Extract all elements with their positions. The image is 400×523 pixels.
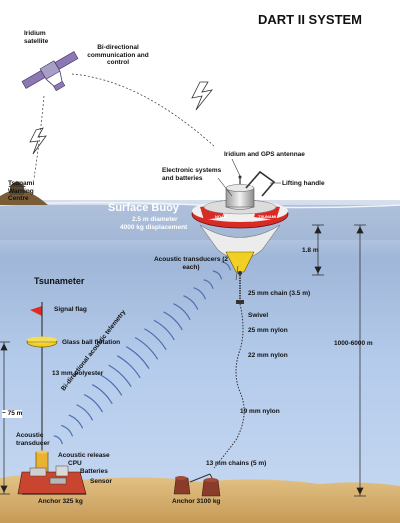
comm-link-2	[33, 95, 45, 179]
acoustic-telemetry-waves	[53, 261, 231, 445]
sensor-label: Sensor	[90, 478, 113, 485]
buoy-tag-left: NOAA	[215, 214, 227, 219]
acoustic-release-label: Acoustic release	[58, 452, 110, 459]
anchor-325-label: Anchor 325 kg	[38, 498, 83, 505]
telemetry-wave-arc	[144, 328, 167, 351]
signal-flag-label: Signal flag	[54, 306, 87, 313]
approx-75-label: ~ 75 m	[2, 410, 23, 418]
telemetry-wave-arc	[203, 279, 214, 289]
polyester-label: 13 mm polyester	[52, 370, 104, 377]
depth-marker-75	[0, 341, 10, 495]
nylon-22-label: 22 mm nylon	[248, 352, 288, 359]
acoustic-transducers-label: Acoustic transducers (2 each)	[153, 256, 229, 271]
page-title: DART II SYSTEM	[258, 12, 363, 27]
chains-13-label: 13 mm chains (5 m)	[206, 460, 267, 467]
electronic-systems-label: Electronic systems and batteries	[162, 167, 222, 182]
telemetry-wave-arc	[183, 295, 199, 310]
glass-ball-flotation	[26, 336, 58, 348]
depth-1-8-label: 1.8 m	[302, 247, 319, 254]
telemetry-wave-arc	[153, 319, 175, 341]
swivel-label: Swivel	[248, 312, 269, 319]
telemetry-wave-arc	[61, 424, 74, 437]
buoy-displacement-label: 4000 kg displacement	[120, 224, 188, 231]
batteries-label: Batteries	[80, 468, 108, 475]
lightning-icon	[29, 81, 213, 155]
seabed	[0, 474, 400, 523]
sea-surface	[0, 205, 400, 240]
telemetry-wave-arc	[53, 435, 63, 445]
mooring-nylon	[213, 303, 245, 469]
warning-centre-building	[10, 186, 24, 195]
lifting-handle-label: Lifting handle	[282, 180, 325, 187]
surface-buoy-label: Surface Buoy	[108, 202, 179, 214]
telemetry-wave-arc	[108, 364, 132, 388]
satellite-icon	[21, 51, 79, 92]
telemetry-wave-arc	[91, 384, 113, 405]
telemetry-wave-arc	[76, 404, 94, 421]
buoy-tag-right: TSUNAMI	[258, 214, 276, 219]
depth-marker-range	[354, 224, 366, 497]
telemetry-wave-arc	[163, 311, 183, 331]
depth-range-label: 1000-6000 m	[334, 340, 373, 347]
telemetry-wave-arc	[68, 414, 84, 429]
acoustic-transducer-label: Acoustic transducer	[16, 432, 50, 447]
nylon-19-label: 19 mm nylon	[240, 408, 280, 415]
telemetry-wave-arc	[116, 355, 141, 379]
telemetry-wave-arc	[134, 336, 159, 360]
telemetry-wave-arc	[125, 345, 150, 369]
bidirectional-comm-label: Bi-directional communication and control	[87, 44, 149, 66]
telemetry-wave-arc	[100, 374, 123, 396]
anchor-icon	[173, 476, 221, 497]
cpu-label: CPU	[68, 460, 82, 467]
comm-link-1	[71, 73, 215, 147]
anchor-3100-label: Anchor 3100 kg	[172, 498, 221, 505]
buoy-icon	[191, 170, 289, 275]
telemetry-wave-arc	[173, 303, 191, 321]
glass-ball-label: Glass ball flotation	[62, 339, 121, 346]
telemetry-wave-arc	[221, 261, 231, 271]
telemetry-wave-arc	[84, 394, 103, 413]
depth-marker-1-8	[312, 224, 324, 276]
telemetry-wave-arc	[212, 270, 223, 280]
buoy-diameter-label: 2.5 m diameter	[132, 216, 178, 223]
tsunami-warning-label: Tsunami Warning Centre	[8, 180, 35, 202]
tsunameter-label: Tsunameter	[34, 276, 85, 286]
iridium-satellite-label: Iridium satellite	[24, 30, 49, 45]
signal-flag	[30, 306, 42, 316]
nylon-25-label: 25 mm nylon	[248, 327, 288, 334]
telemetry-wave-arc	[193, 287, 207, 300]
swivel-icon	[236, 300, 244, 304]
sensor-platform	[17, 465, 87, 495]
chain-25-label: 25 mm chain (3.5 m)	[248, 290, 311, 297]
iridium-gps-label: Iridium and GPS antennae	[224, 151, 305, 158]
